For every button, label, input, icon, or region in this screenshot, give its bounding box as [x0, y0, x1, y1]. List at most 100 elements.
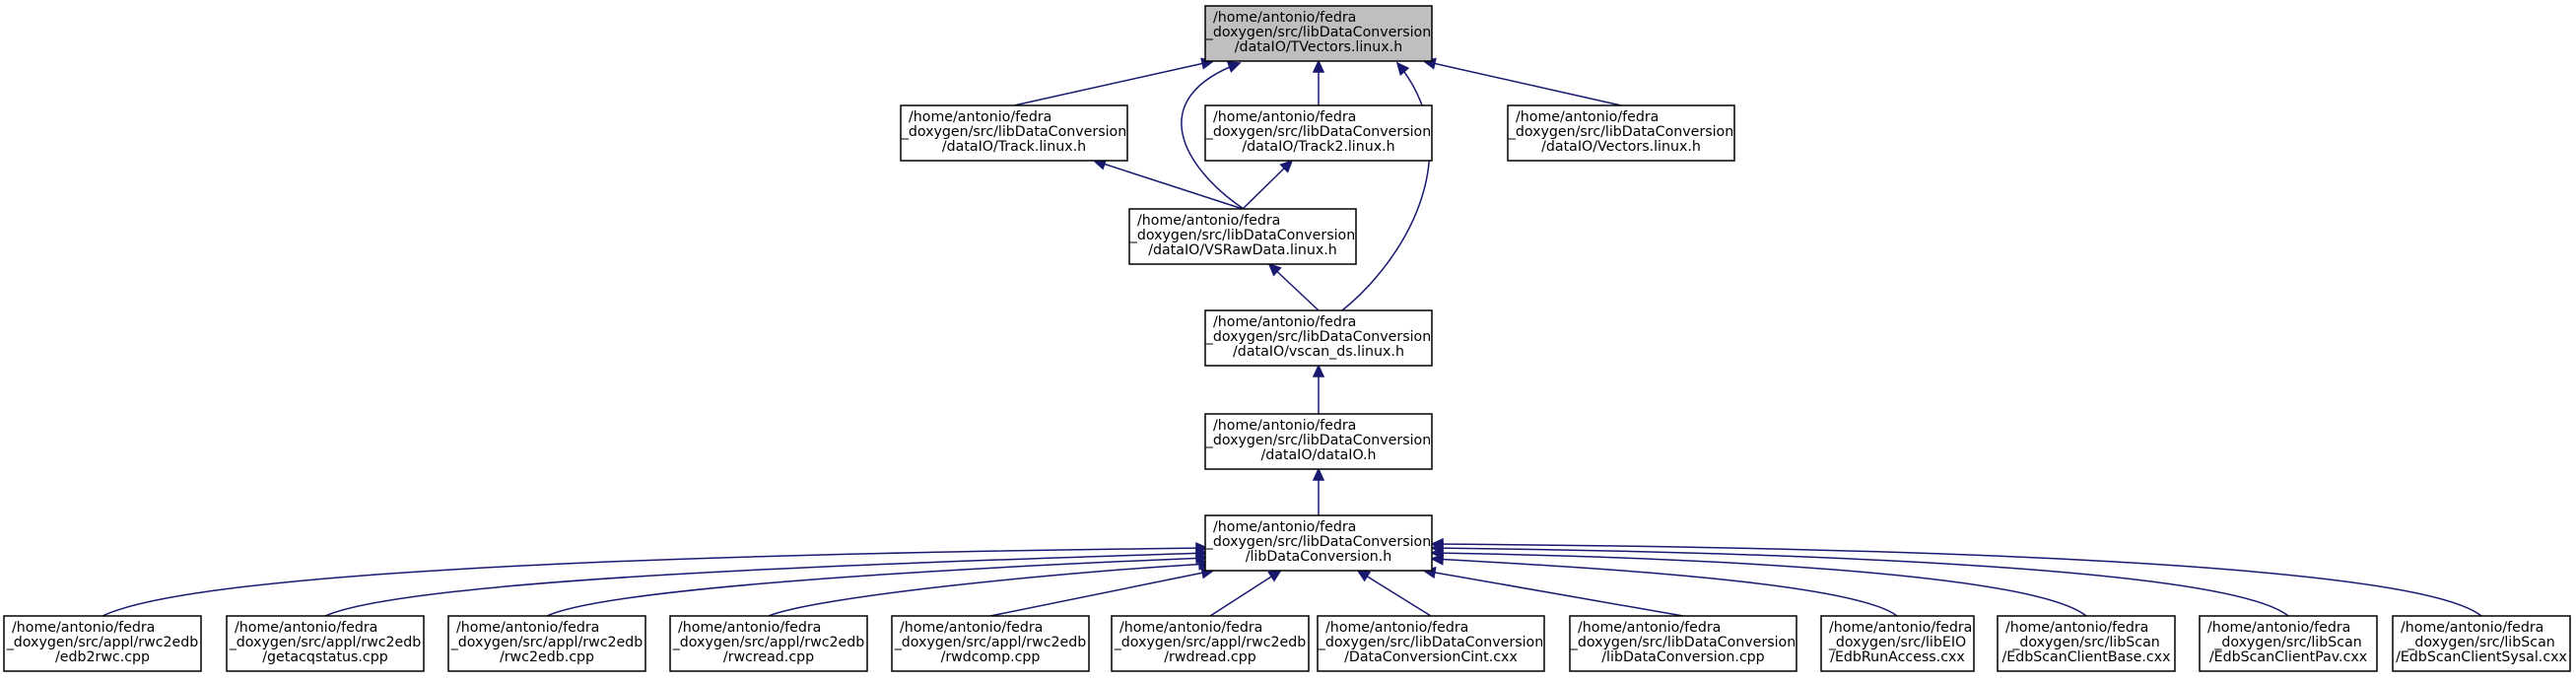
node-box: [1111, 615, 1310, 672]
edge-line: [1341, 62, 1431, 311]
node-rwc2edb[interactable]: /home/antonio/fedra_doxygen/src/appl/rwc…: [447, 615, 646, 672]
node-libdataconversion_h[interactable]: /home/antonio/fedra_doxygen/src/libDataC…: [1204, 514, 1433, 572]
node-label-line-3: /dataIO/Track.linux.h: [942, 139, 1086, 155]
node-label-line-2: _doxygen/src/libDataConversion: [1129, 228, 1355, 243]
node-vsrawdata[interactable]: /home/antonio/fedra_doxygen/src/libDataC…: [1128, 208, 1357, 265]
edge-arrowhead: [1226, 61, 1242, 73]
node-label-line-2: _doxygen/src/appl/rwc2edb: [229, 635, 422, 650]
node-box: [1204, 413, 1433, 470]
edge-libdataconversion_cpp-to-libdataconversion_h: [1422, 566, 1684, 617]
node-dataconversioncint[interactable]: /home/antonio/fedra_doxygen/src/libDataC…: [1317, 615, 1545, 672]
edge-vsrawdata-to-track: [1092, 158, 1244, 210]
node-box: [1569, 615, 1797, 672]
edge-line: [102, 547, 1208, 617]
node-edb2rwc[interactable]: /home/antonio/fedra_doxygen/src/appl/rwc…: [3, 615, 202, 672]
edge-edbscanclientsysal-to-libdataconversion_h: [1430, 537, 2482, 617]
edge-rwdcomp-to-libdataconversion_h: [989, 567, 1215, 617]
edge-line: [1423, 60, 1622, 106]
node-dataio[interactable]: /home/antonio/fedra_doxygen/src/libDataC…: [1204, 413, 1433, 470]
node-tvectors[interactable]: /home/antonio/fedra_doxygen/src/libDataC…: [1204, 5, 1433, 62]
edge-edbrunaccess-to-libdataconversion_h: [1430, 553, 1898, 617]
node-label-line-1: /home/antonio/fedra: [909, 109, 1051, 125]
edge-rwc2edb-to-libdataconversion_h: [546, 552, 1209, 617]
node-vectors[interactable]: /home/antonio/fedra_doxygen/src/libDataC…: [1507, 104, 1735, 162]
node-label-line-3: /rwcread.cpp: [723, 649, 814, 665]
node-box: [226, 615, 425, 672]
edge-arrowhead: [1267, 570, 1283, 582]
node-edbscanclientbase[interactable]: /home/antonio/fedra_doxygen/src/libScan/…: [1997, 615, 2176, 672]
node-box: [891, 615, 1090, 672]
edge-vscan_ds-to-tvectors: [1341, 61, 1431, 311]
node-label-line-3: /dataIO/VSRawData.linux.h: [1148, 242, 1337, 258]
edge-line: [1209, 570, 1281, 617]
edge-arrowhead: [1356, 570, 1372, 582]
node-rwdcomp[interactable]: /home/antonio/fedra_doxygen/src/appl/rwc…: [891, 615, 1090, 672]
node-box: [3, 615, 202, 672]
node-label-line-2: _doxygen/src/libDataConversion: [1205, 433, 1431, 448]
edge-arrowhead: [1395, 61, 1410, 76]
node-label-line-1: /home/antonio/fedra: [1829, 620, 1972, 636]
edge-line: [324, 552, 1208, 617]
node-rwcread[interactable]: /home/antonio/fedra_doxygen/src/appl/rwc…: [669, 615, 868, 672]
node-label-line-2: _doxygen/src/libScan: [2011, 635, 2160, 650]
node-label-line-2: _doxygen/src/libEIO: [1828, 635, 1966, 650]
node-label-line-3: /edb2rwc.cpp: [55, 649, 150, 665]
node-label-line-3: /dataIO/Vectors.linux.h: [1541, 139, 1701, 155]
edge-edbscanclientpav-to-libdataconversion_h: [1430, 541, 2289, 617]
edge-line: [989, 570, 1214, 617]
edge-getacqstatus-to-libdataconversion_h: [324, 547, 1209, 617]
node-label-line-2: _doxygen/src/appl/rwc2edb: [672, 635, 865, 650]
node-track2[interactable]: /home/antonio/fedra_doxygen/src/libDataC…: [1204, 104, 1433, 162]
node-box: [1128, 208, 1357, 265]
node-label-line-1: /home/antonio/fedra: [2401, 620, 2543, 636]
node-libdataconversion_cpp[interactable]: /home/antonio/fedra_doxygen/src/libDataC…: [1569, 615, 1797, 672]
node-label-line-2: _doxygen/src/libDataConversion: [1205, 124, 1431, 140]
node-track[interactable]: /home/antonio/fedra_doxygen/src/libDataC…: [900, 104, 1128, 162]
node-label-line-1: /home/antonio/fedra: [1213, 314, 1356, 330]
node-label-line-1: /home/antonio/fedra: [1213, 10, 1356, 26]
node-edbrunaccess[interactable]: /home/antonio/fedra_doxygen/src/libEIO/E…: [1820, 615, 1975, 672]
edge-line: [1181, 62, 1245, 210]
node-label-line-2: _doxygen/src/libDataConversion: [1570, 635, 1796, 650]
node-label-line-1: /home/antonio/fedra: [456, 620, 599, 636]
node-getacqstatus[interactable]: /home/antonio/fedra_doxygen/src/appl/rwc…: [226, 615, 425, 672]
node-label-line-3: /libDataConversion.h: [1246, 549, 1392, 565]
node-label-line-2: _doxygen/src/appl/rwc2edb: [1114, 635, 1307, 650]
node-edbscanclientpav[interactable]: /home/antonio/fedra_doxygen/src/libScan/…: [2199, 615, 2378, 672]
node-rwdread[interactable]: /home/antonio/fedra_doxygen/src/appl/rwc…: [1111, 615, 1310, 672]
node-edbscanclientsysal[interactable]: /home/antonio/fedra_doxygen/src/libScan/…: [2392, 615, 2571, 672]
node-vscan_ds[interactable]: /home/antonio/fedra_doxygen/src/libDataC…: [1204, 309, 1433, 367]
edge-line: [1431, 558, 1898, 617]
edge-line: [1357, 570, 1432, 617]
node-label-line-1: /home/antonio/fedra: [1213, 418, 1356, 434]
edge-line: [1431, 543, 2482, 617]
node-label-line-1: /home/antonio/fedra: [2005, 620, 2148, 636]
node-label-line-3: /EdbScanClientPav.cxx: [2209, 649, 2367, 665]
edge-vsrawdata-to-track2: [1242, 159, 1294, 210]
nodes-layer: /home/antonio/fedra_doxygen/src/libDataC…: [3, 5, 2571, 672]
node-box: [1507, 104, 1735, 162]
node-label-line-2: _doxygen/src/libDataConversion: [1205, 534, 1431, 550]
node-box: [1997, 615, 2176, 672]
node-label-line-3: /rwdcomp.cpp: [941, 649, 1041, 665]
edge-arrowhead: [1312, 364, 1325, 377]
edge-track-to-tvectors: [1013, 57, 1215, 106]
node-label-line-2: _doxygen/src/libDataConversion: [1205, 329, 1431, 345]
edge-vsrawdata-to-tvectors: [1181, 61, 1245, 210]
node-label-line-2: _doxygen/src/libDataConversion: [1318, 635, 1543, 650]
node-box: [1204, 104, 1433, 162]
edge-arrowhead: [1312, 467, 1325, 481]
node-box: [900, 104, 1128, 162]
node-label-line-1: /home/antonio/fedra: [235, 620, 377, 636]
edge-line: [1423, 570, 1684, 617]
node-label-line-1: /home/antonio/fedra: [900, 620, 1043, 636]
edge-edbscanclientbase-to-libdataconversion_h: [1430, 547, 2087, 617]
node-box: [669, 615, 868, 672]
edge-dataconversioncint-to-libdataconversion_h: [1356, 570, 1432, 617]
node-label-line-3: /dataIO/Track2.linux.h: [1242, 139, 1394, 155]
node-label-line-3: /EdbRunAccess.cxx: [1830, 649, 1965, 665]
node-box: [1820, 615, 1975, 672]
edge-arrowhead: [1279, 159, 1294, 173]
node-label-line-3: /rwc2edb.cpp: [500, 649, 594, 665]
